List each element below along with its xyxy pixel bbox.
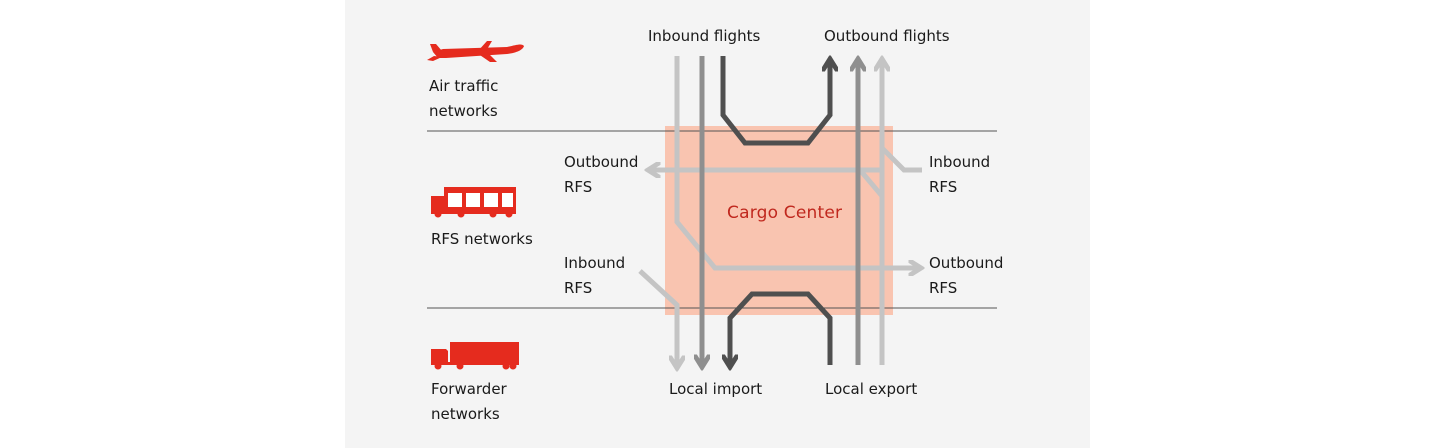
outbound-rfs-right-label-line1: Outbound <box>929 254 1004 272</box>
air-networks-label-line1: Air traffic <box>429 77 499 95</box>
air-networks-label-line2: networks <box>429 102 498 120</box>
local-import-label: Local import <box>669 380 763 398</box>
flow-local-export-to-local-import <box>730 291 833 365</box>
cargo-center-label: Cargo Center <box>727 203 843 223</box>
airplane-icon <box>427 41 524 62</box>
outbound-flights-label: Outbound flights <box>824 27 950 45</box>
forwarder-networks-label-line1: Forwarder <box>431 380 507 398</box>
outbound-rfs-left-label-line1: Outbound <box>564 153 639 171</box>
rfs-truck-icon <box>431 187 516 218</box>
inbound-rfs-left-label-line1: Inbound <box>564 254 626 272</box>
local-export-label: Local export <box>825 380 918 398</box>
inbound-flights-label: Inbound flights <box>648 27 761 45</box>
outbound-rfs-left-label-line2: RFS <box>564 178 593 196</box>
inbound-rfs-right-label-line1: Inbound <box>929 153 991 171</box>
outbound-rfs-right-label-line2: RFS <box>929 279 958 297</box>
flow-inbound-flights-to-outbound-rfs <box>674 56 918 268</box>
forwarder-networks-label-line2: networks <box>431 405 500 423</box>
forwarder-truck-icon <box>431 342 519 370</box>
inbound-rfs-right-label-line2: RFS <box>929 178 958 196</box>
flow-inbound-rfs-to-local-import <box>638 269 677 365</box>
rfs-networks-label: RFS networks <box>431 230 533 248</box>
flow-local-export-to-outbound-flights-light <box>858 62 882 365</box>
flow-inbound-flights-transfer <box>720 56 830 146</box>
inbound-rfs-left-label-line2: RFS <box>564 279 593 297</box>
